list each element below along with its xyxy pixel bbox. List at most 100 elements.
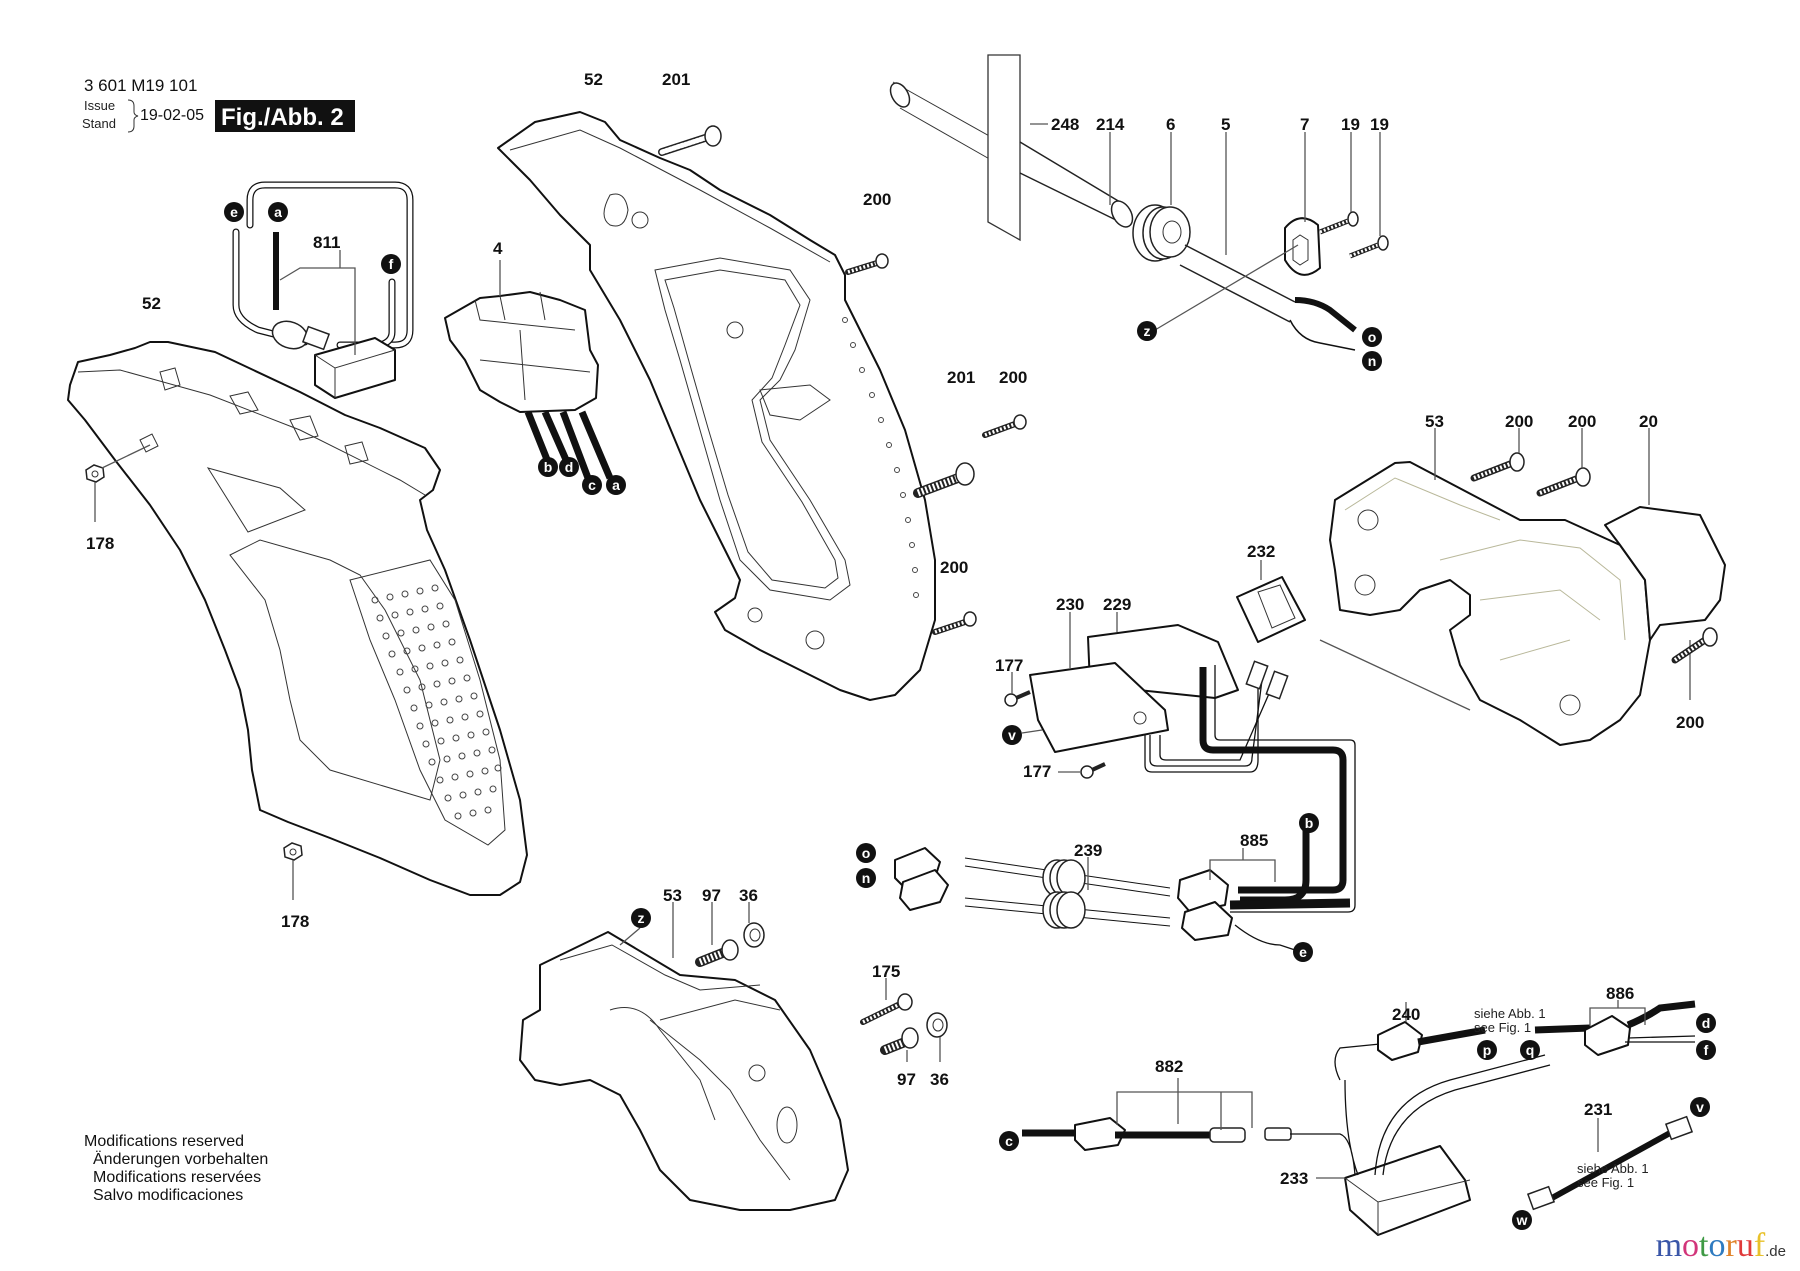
modifications-notes: Modifications reserved Änderungen vorbeh… bbox=[84, 1133, 268, 1204]
screw-200-c bbox=[1470, 428, 1525, 482]
label-882: 882 bbox=[1155, 1057, 1183, 1076]
connector-885 bbox=[1177, 848, 1351, 941]
label-20: 20 bbox=[1639, 412, 1658, 431]
screw-177-b bbox=[1058, 762, 1106, 779]
marker-a-switch: a bbox=[606, 475, 626, 495]
marker-z-cover: z bbox=[631, 908, 651, 928]
marker-letter: o bbox=[1368, 329, 1377, 345]
tube-assembly bbox=[889, 54, 1389, 351]
marker-circle bbox=[999, 1131, 1019, 1151]
label-5: 5 bbox=[1221, 115, 1230, 134]
marker-circle bbox=[268, 202, 288, 222]
cover-53-bottom bbox=[519, 902, 849, 1211]
marker-letter: f bbox=[1704, 1042, 1709, 1058]
marker-v-231: v bbox=[1690, 1097, 1710, 1117]
marker-circle bbox=[1690, 1097, 1710, 1117]
logo-letter: t bbox=[1699, 1227, 1709, 1264]
marker-letter: z bbox=[638, 910, 645, 926]
label-52-rear: 52 bbox=[584, 70, 603, 89]
cover-20 bbox=[1604, 506, 1726, 641]
marker-letter: d bbox=[1702, 1015, 1711, 1031]
marker-circle bbox=[538, 457, 558, 477]
marker-letter: b bbox=[544, 459, 553, 475]
marker-letter: e bbox=[1299, 944, 1307, 960]
handle-half-right bbox=[497, 111, 936, 701]
board-230 bbox=[1029, 612, 1169, 753]
label-240: 240 bbox=[1392, 1005, 1420, 1024]
suppressor-239 bbox=[894, 847, 1171, 929]
marker-letter: d bbox=[565, 459, 574, 475]
label-97-b: 97 bbox=[897, 1070, 916, 1089]
marker-n-239: n bbox=[856, 868, 876, 888]
issue-label: Issue bbox=[84, 98, 115, 113]
screw-175 bbox=[860, 978, 913, 1025]
nut-36-a bbox=[743, 902, 765, 948]
logo-letter: r bbox=[1725, 1227, 1737, 1264]
marker-w-231: w bbox=[1512, 1210, 1532, 1230]
label-200-a: 200 bbox=[863, 190, 891, 209]
marker-letter: n bbox=[1368, 353, 1377, 369]
marker-circle bbox=[1512, 1210, 1532, 1230]
label-36-a: 36 bbox=[739, 886, 758, 905]
marker-circle bbox=[1696, 1040, 1716, 1060]
motoruf-watermark-logo: motoruf.de bbox=[1656, 1227, 1786, 1265]
note-fr: Modifications reservées bbox=[93, 1169, 261, 1186]
label-886: 886 bbox=[1606, 984, 1634, 1003]
grip-texture bbox=[371, 584, 502, 820]
marker-letter: v bbox=[1696, 1099, 1704, 1115]
label-201-top: 201 bbox=[662, 70, 690, 89]
label-4: 4 bbox=[493, 239, 503, 258]
marker-letter: c bbox=[588, 477, 596, 493]
marker-letter: f bbox=[389, 256, 394, 272]
label-239: 239 bbox=[1074, 841, 1102, 860]
issue-date: 19-02-05 bbox=[140, 107, 204, 124]
label-7: 7 bbox=[1300, 115, 1309, 134]
marker-circle bbox=[1137, 321, 1157, 341]
see-fig-en-1: see Fig. 1 bbox=[1474, 1020, 1531, 1035]
label-885: 885 bbox=[1240, 831, 1268, 850]
label-53-right: 53 bbox=[1425, 412, 1444, 431]
header-block: 3 601 M19 101 Issue Stand 19-02-05 Fig./… bbox=[82, 76, 355, 133]
marker-letter: w bbox=[1516, 1212, 1528, 1228]
see-fig-de-1: siehe Abb. 1 bbox=[1474, 1006, 1546, 1021]
marker-circle bbox=[1520, 1040, 1540, 1060]
label-19-b: 19 bbox=[1370, 115, 1389, 134]
marker-o-239: o bbox=[856, 843, 876, 863]
label-201-mid: 201 bbox=[947, 368, 975, 387]
label-6: 6 bbox=[1166, 115, 1175, 134]
marker-e-top: e bbox=[224, 202, 244, 222]
screw-200-d bbox=[1536, 428, 1591, 497]
label-177-a: 177 bbox=[995, 656, 1023, 675]
screw-97-a bbox=[695, 902, 739, 967]
marker-circle bbox=[224, 202, 244, 222]
handle-half-left bbox=[67, 341, 528, 896]
interference-filter-233 bbox=[1290, 1043, 1551, 1236]
rocker-switch-232 bbox=[1236, 560, 1306, 643]
marker-o-cable: o bbox=[1362, 327, 1382, 347]
marker-circle bbox=[1293, 942, 1313, 962]
label-200-b: 200 bbox=[999, 368, 1027, 387]
marker-e-885: e bbox=[1293, 942, 1313, 962]
marker-circle bbox=[582, 475, 602, 495]
marker-letter: z bbox=[1144, 323, 1151, 339]
marker-p-240: p bbox=[1477, 1040, 1497, 1060]
switch-4 bbox=[444, 260, 614, 480]
logo-letter: m bbox=[1655, 1227, 1683, 1264]
screw-200-e bbox=[932, 611, 977, 635]
nut-178-upper bbox=[85, 464, 105, 483]
marker-letter: a bbox=[274, 204, 282, 220]
marker-letter: n bbox=[862, 870, 871, 886]
connection-markers: e a f b d c a z o n v b o n e z p q d f … bbox=[224, 202, 1716, 1230]
marker-q-886: q bbox=[1520, 1040, 1540, 1060]
marker-circle bbox=[856, 868, 876, 888]
marker-circle bbox=[1362, 351, 1382, 371]
label-178-b: 178 bbox=[281, 912, 309, 931]
connector-240 bbox=[1377, 1002, 1486, 1061]
marker-a-top: a bbox=[268, 202, 288, 222]
cross-reference-notes: siehe Abb. 1 see Fig. 1 siehe Abb. 1 see… bbox=[1474, 1006, 1649, 1190]
marker-circle bbox=[1002, 725, 1022, 745]
marker-circle bbox=[1696, 1013, 1716, 1033]
screw-200-f bbox=[1671, 627, 1718, 664]
marker-n-cable: n bbox=[1362, 351, 1382, 371]
